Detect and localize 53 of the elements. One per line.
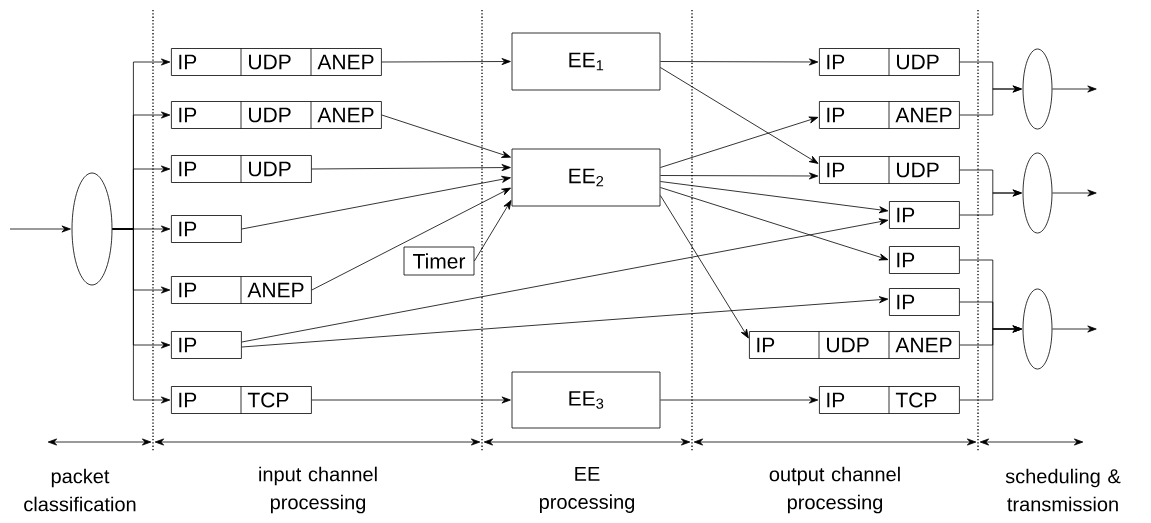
arrow (660, 172, 819, 180)
arrow (241, 175, 511, 230)
ellipse (1022, 288, 1053, 370)
ellipse (71, 172, 113, 286)
packet-box: IP ANEP (171, 276, 312, 304)
arrow (9, 225, 71, 233)
arrow (474, 200, 512, 262)
packet-box: IP ANEP (819, 101, 960, 129)
arrow (660, 396, 819, 404)
process-box: EE$_{3}$ (511, 371, 661, 429)
packet-box: IP TCP (819, 386, 960, 414)
arrow (311, 164, 511, 172)
arrow (241, 296, 889, 348)
packet-box: IP UDP ANEP (749, 331, 960, 359)
packet-box: IP (889, 288, 960, 316)
arrow (660, 187, 889, 261)
arrow (1052, 85, 1097, 93)
arrow (311, 187, 511, 291)
packet-box: IP UDP ANEP (171, 101, 382, 129)
arrow (112, 228, 171, 404)
arrow (381, 114, 511, 158)
arrow (660, 195, 749, 339)
arrow (1052, 189, 1097, 197)
packet-box: IP UDP ANEP (171, 48, 382, 76)
arrow (660, 67, 819, 164)
packet-box: IP UDP (819, 48, 960, 76)
arrow (660, 58, 819, 66)
process-box: EE$_{1}$ (511, 32, 661, 91)
arrow (959, 85, 1022, 116)
packet-box: IP (171, 215, 242, 243)
packet-box: IP (889, 201, 960, 229)
arrow (660, 181, 889, 214)
timer-box: Timer (403, 246, 475, 276)
stage-label: scheduling & transmission (1005, 468, 1121, 512)
stage-label: input channel processing (259, 466, 377, 514)
process-box: EE$_{2}$ (511, 148, 661, 207)
ellipse (1022, 48, 1053, 130)
packet-box: IP (171, 331, 242, 359)
ellipse (1022, 152, 1053, 234)
packet-box: IP TCP (171, 386, 312, 414)
arrow (959, 189, 1022, 216)
arrow (311, 396, 511, 404)
stage-label: output channel processing (769, 466, 900, 514)
stage-label: packet classification (24, 468, 136, 512)
arrow (381, 58, 511, 66)
arrow (959, 325, 1022, 401)
packet-box: IP UDP (171, 155, 312, 183)
arrow (660, 116, 819, 168)
stage-label: EE processing (539, 467, 635, 513)
arrow (1052, 325, 1097, 333)
packet-box: IP UDP (819, 156, 960, 184)
packet-box: IP (889, 246, 960, 274)
arrow (241, 218, 889, 343)
